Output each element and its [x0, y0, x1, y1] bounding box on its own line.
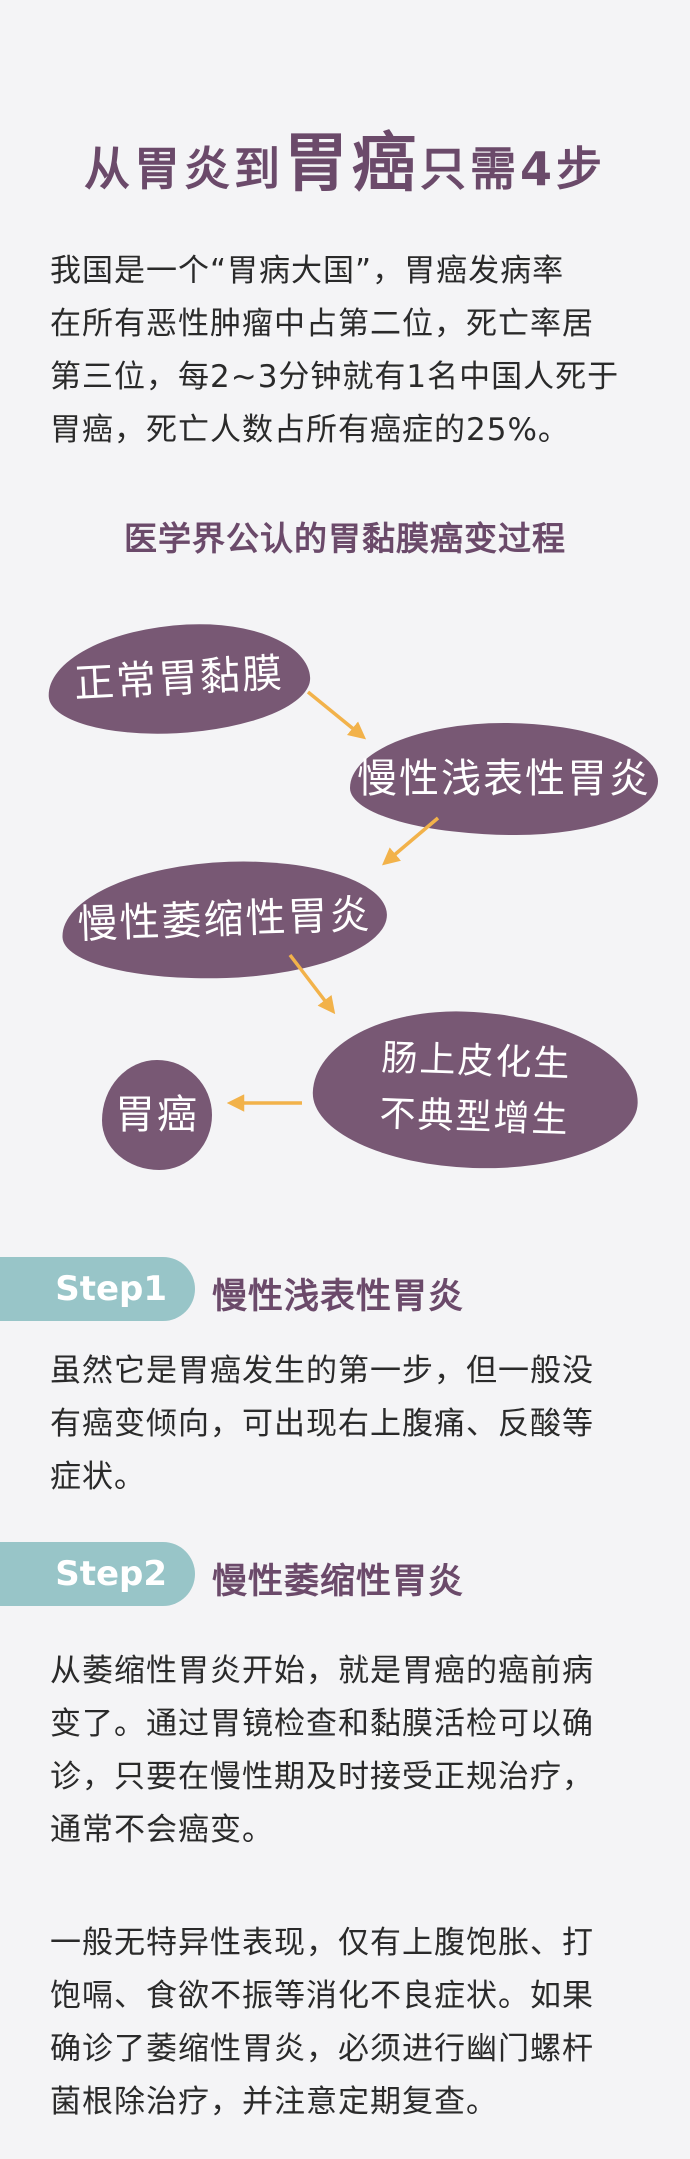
step-label: Step1	[55, 1269, 167, 1309]
step2-line: 菌根除治疗，并注意定期复查。	[50, 2084, 498, 2120]
stage-label: 胃癌	[115, 1092, 199, 1138]
stage-metaplasia-dysplasia: 肠上皮化生 不典型增生	[310, 1006, 641, 1174]
step2-line: 确诊了萎缩性胃炎，必须进行幽门螺杆	[50, 2031, 594, 2067]
step2-line: 通常不会癌变。	[50, 1812, 274, 1848]
stage-label: 慢性萎缩性胃炎	[76, 891, 373, 949]
step2-line: 变了。通过胃镜检查和黏膜活检可以确	[50, 1706, 594, 1742]
arrow-1	[306, 690, 367, 740]
step1-line: 虽然它是胃癌发生的第一步，但一般没	[50, 1353, 594, 1389]
page-title: 从胃炎到胃癌只需4步	[0, 112, 690, 204]
stage-normal-mucosa: 正常胃黏膜	[45, 618, 313, 740]
step1-paragraph: 虽然它是胃癌发生的第一步，但一般没 有癌变倾向，可出现右上腹痛、反酸等 症状。	[50, 1345, 650, 1504]
title-emphasis: 胃癌	[283, 127, 420, 201]
stage-chronic-atrophic-gastritis: 慢性萎缩性胃炎	[60, 856, 389, 984]
step2-line: 一般无特异性表现，仅有上腹饱胀、打	[50, 1925, 594, 1961]
process-title: 医学界公认的胃黏膜癌变过程	[124, 519, 566, 558]
intro-line: 我国是一个“胃病大国”，胃癌发病率	[50, 253, 565, 289]
step2-badge: Step2	[0, 1542, 195, 1606]
stage-gastric-cancer: 胃癌	[102, 1060, 212, 1170]
step2-paragraph-1: 从萎缩性胃炎开始，就是胃癌的癌前病 变了。通过胃镜检查和黏膜活检可以确 诊，只要…	[50, 1645, 650, 1857]
step1-line: 有癌变倾向，可出现右上腹痛、反酸等	[50, 1406, 594, 1442]
step1-title: 慢性浅表性胃炎	[212, 1277, 465, 1317]
step2-line: 从萎缩性胃炎开始，就是胃癌的癌前病	[50, 1653, 594, 1689]
stage-label: 正常胃黏膜	[72, 650, 286, 708]
step-label: Step2	[55, 1554, 167, 1594]
stage-label: 不典型增生	[378, 1093, 571, 1142]
intro-line: 第三位，每2~3分钟就有1名中国人死于	[50, 359, 620, 395]
step1-line: 症状。	[50, 1459, 146, 1495]
step2-title: 慢性萎缩性胃炎	[212, 1562, 465, 1602]
step2-line: 饱嗝、食欲不振等消化不良症状。如果	[50, 1978, 594, 2014]
step1-badge: Step1	[0, 1257, 195, 1321]
title-part-a: 从胃炎到	[83, 142, 284, 196]
stage-label: 肠上皮化生	[380, 1037, 573, 1086]
title-part-b: 只需4步	[419, 142, 606, 196]
stage-chronic-superficial-gastritis: 慢性浅表性胃炎	[350, 723, 658, 835]
intro-line: 胃癌，死亡人数占所有癌症的25%。	[50, 412, 570, 448]
intro-line: 在所有恶性肿瘤中占第二位，死亡率居	[50, 306, 594, 342]
stage-label: 慢性浅表性胃炎	[357, 756, 651, 802]
step2-paragraph-2: 一般无特异性表现，仅有上腹饱胀、打 饱嗝、食欲不振等消化不良症状。如果 确诊了萎…	[50, 1917, 650, 2129]
intro-paragraph: 我国是一个“胃病大国”，胃癌发病率 在所有恶性肿瘤中占第二位，死亡率居 第三位，…	[50, 245, 650, 457]
step2-line: 诊，只要在慢性期及时接受正规治疗，	[50, 1759, 594, 1795]
